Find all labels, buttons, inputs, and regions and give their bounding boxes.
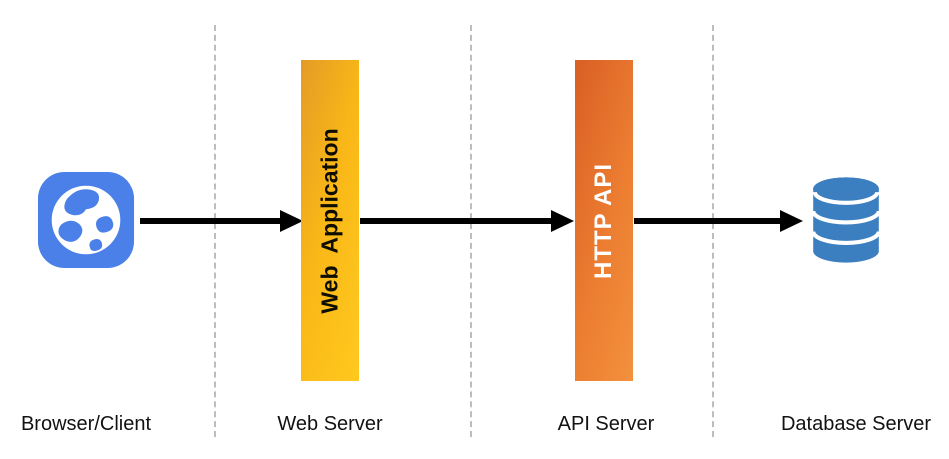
arrow-head-icon — [780, 210, 803, 232]
caption-api-server: API Server — [557, 413, 655, 435]
arrow-browser-to-webapp — [140, 209, 303, 233]
database-icon — [805, 174, 887, 266]
arrow-webapp-to-api — [360, 209, 574, 233]
caption-database-server: Database Server — [780, 413, 932, 435]
caption-browser-client: Browser/Client — [20, 413, 152, 435]
web-application-bar: Web Application — [301, 60, 359, 381]
separator-line-2 — [470, 25, 472, 437]
caption-web-server: Web Server — [277, 413, 383, 435]
arrow-shaft — [360, 218, 551, 224]
separator-line-1 — [214, 25, 216, 437]
arrow-shaft — [140, 218, 280, 224]
arrow-head-icon — [551, 210, 574, 232]
separator-line-3 — [712, 25, 714, 437]
web-application-label: Web Application — [316, 127, 343, 314]
arrow-shaft — [634, 218, 780, 224]
http-api-label: HTTP API — [590, 162, 617, 279]
browser-globe-icon — [37, 171, 135, 269]
arrow-api-to-database — [634, 209, 803, 233]
arrow-head-icon — [280, 210, 303, 232]
http-api-bar: HTTP API — [575, 60, 633, 381]
